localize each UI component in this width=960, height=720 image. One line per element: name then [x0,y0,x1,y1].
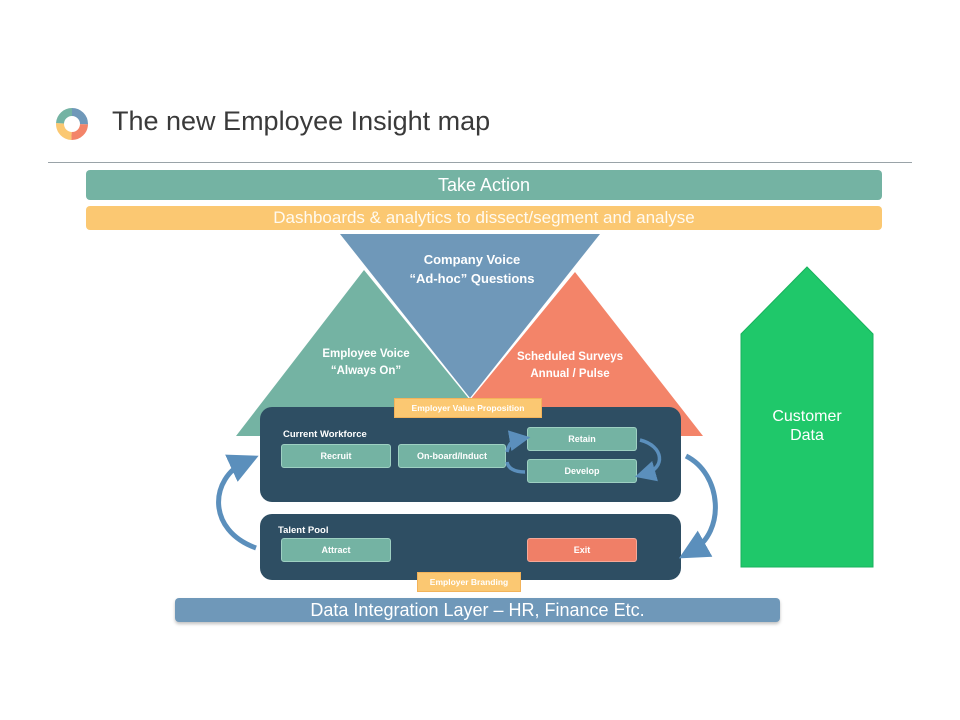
dashboards-band: Dashboards & analytics to dissect/segmen… [86,206,882,230]
retain-develop-cycle-arrow [634,438,662,482]
attract-box: Attract [281,538,391,562]
employee-voice-line1: Employee Voice [322,348,409,360]
company-voice-line2: “Ad-hoc” Questions [410,271,535,286]
develop-to-onboard-arrow [505,461,526,474]
talent-pool-title: Talent Pool [278,525,329,536]
scheduled-surveys-line2: Annual / Pulse [530,368,609,380]
data-integration-band: Data Integration Layer – HR, Finance Etc… [175,598,780,622]
exit-box: Exit [527,538,637,562]
employee-voice-triangle [236,270,470,436]
scheduled-surveys-triangle [470,272,703,436]
workforce-to-exit-arrow [678,453,718,559]
onboard-box: On-board/Induct [398,444,506,468]
logo-icon [56,108,88,140]
develop-box: Develop [527,459,637,483]
employer-branding-tag: Employer Branding [417,572,521,592]
customer-data-line1: Customer [772,408,842,425]
retain-box: Retain [527,427,637,451]
company-voice-line1: Company Voice [424,252,521,267]
scheduled-surveys-line1: Scheduled Surveys [517,351,623,363]
take-action-band: Take Action [86,170,882,200]
attract-to-recruit-arrow [216,454,259,551]
customer-data-line2: Data [790,427,824,444]
onboard-to-retain-arrow [505,430,531,453]
employer-value-proposition-tag: Employer Value Proposition [394,398,542,418]
customer-data-label: Customer Data [742,407,872,445]
company-voice-triangle [340,234,600,398]
title-divider [48,162,912,163]
current-workforce-title: Current Workforce [283,429,367,440]
employee-voice-line2: “Always On” [331,365,401,377]
recruit-box: Recruit [281,444,391,468]
page-title: The new Employee Insight map [112,106,491,136]
